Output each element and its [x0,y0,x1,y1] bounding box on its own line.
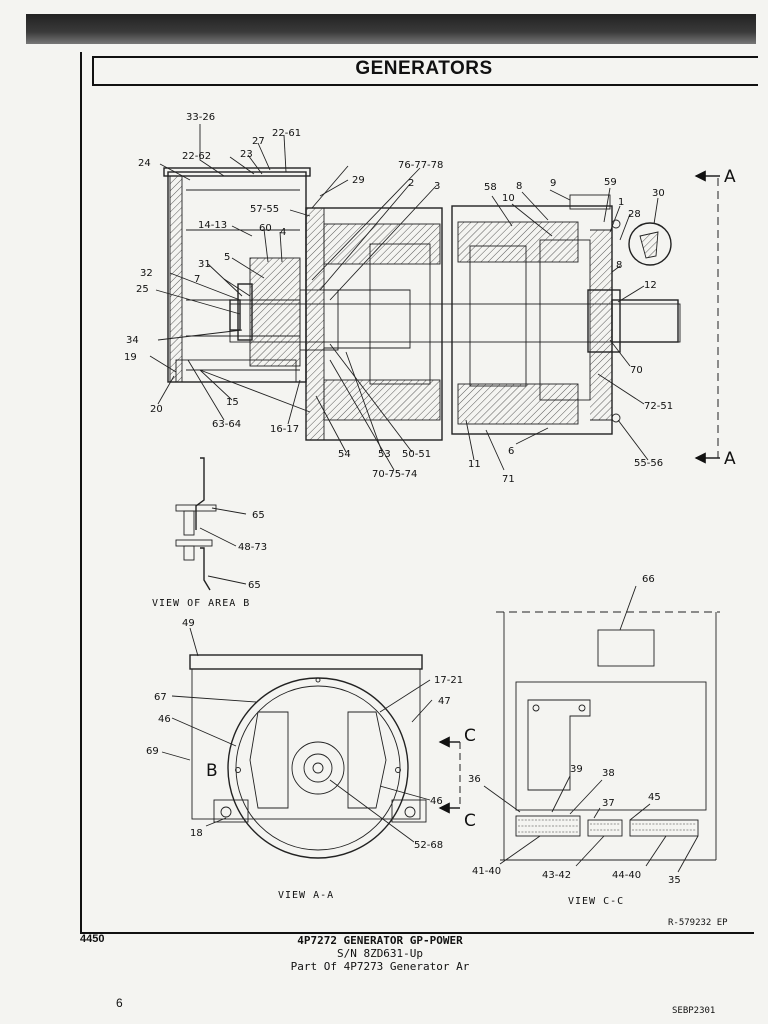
callout: 41-40 [472,866,501,877]
callout: 15 [226,397,239,408]
callout: 19 [124,352,137,363]
document-code: SEBP2301 [672,1006,716,1016]
area-marker-b: B [206,761,218,781]
callout: 37 [602,798,615,809]
callout: 50-51 [402,449,431,460]
callout: 36 [468,774,481,785]
callout: 35 [668,875,681,886]
callout: 27 [252,136,265,147]
callout: 11 [468,459,481,470]
callout: 70 [630,365,643,376]
callout: 1 [618,197,624,208]
callout: 39 [570,764,583,775]
callout: 2 [408,178,414,189]
view-aa [161,627,461,859]
section-marker-c: C [464,811,476,831]
callout: 28 [628,209,641,220]
callout: 18 [190,828,203,839]
callout: 70-75-74 [372,469,417,480]
page-code: 4450 [80,933,105,945]
callout: 5 [224,252,230,263]
area-b-detail [175,457,247,591]
callout: 16-17 [270,424,299,435]
part-title: 4P7272 GENERATOR GP-POWER [297,934,463,947]
serial-range: S/N 8ZD631-Up [336,947,424,960]
callout: 66 [642,574,655,585]
callout: 12 [644,280,657,291]
callout: 10 [502,193,515,204]
callout: 76-77-78 [398,160,443,171]
callout: 38 [602,768,615,779]
main-section-view [163,167,720,464]
part-caption: 4P7272 GENERATOR GP-POWER S/N 8ZD631-Up … [230,934,530,973]
callout: 59 [604,177,617,188]
callout: 48-73 [238,542,267,553]
drawing-number: R-579232 EP [668,918,728,928]
callout-labels: 33-26 22-61 27 23 22-62 24 76-77-78 29 2… [124,112,736,907]
callout: 30 [652,188,665,199]
callout: 57-55 [250,204,279,215]
part-of-text: Part Of 4P7273 Generator Ar [290,960,470,973]
callout: 9 [550,178,556,189]
callout: 34 [126,335,139,346]
callout: 20 [150,404,163,415]
callout: 63-64 [212,419,241,430]
callout: 58 [484,182,497,193]
callout: 22-62 [182,151,211,162]
leader-lines [149,124,659,471]
callout: 65 [252,510,265,521]
callout: 44-40 [612,870,641,881]
callout: 17-21 [434,675,463,686]
view-caption-area-b: VIEW OF AREA B [152,598,250,609]
callout: 52-68 [414,840,443,851]
section-marker-c: C [464,726,476,746]
callout: 49 [182,618,195,629]
callout: 7 [194,274,200,285]
callout: 67 [154,692,167,703]
page-border [80,52,754,934]
callout: 46 [158,714,171,725]
view-cc [483,585,720,873]
callout: 47 [438,696,451,707]
view-caption-aa: VIEW A-A [278,890,334,901]
callout: 69 [146,746,159,757]
callout: 6 [508,446,514,457]
page-title: GENERATORS [355,58,493,79]
callout: 4 [280,227,286,238]
callout: 8 [516,181,522,192]
callout: 45 [648,792,661,803]
page-number: 6 [116,996,123,1010]
callout: 60 [259,223,272,234]
view-caption-cc: VIEW C-C [568,896,624,907]
callout: 32 [140,268,153,279]
title-box [92,56,758,86]
callout: 53 [378,449,391,460]
callout: 25 [136,284,149,295]
callout: 43-42 [542,870,571,881]
callout: 65 [248,580,261,591]
section-marker-a: A [724,167,736,187]
callout: 8 [616,260,622,271]
callout: 55-56 [634,458,663,469]
callout: 33-26 [186,112,215,123]
callout: 29 [352,175,365,186]
callout: 46 [430,796,443,807]
callout: 71 [502,474,515,485]
callout: 3 [434,181,440,192]
callout: 22-61 [272,128,301,139]
callout: 54 [338,449,351,460]
callout: 24 [138,158,151,169]
callout: 14-13 [198,220,227,231]
callout: 31 [198,259,211,270]
scan-edge-shadow [26,14,756,44]
callout: 23 [240,149,253,160]
section-marker-a: A [724,449,736,469]
callout: 72-51 [644,401,673,412]
